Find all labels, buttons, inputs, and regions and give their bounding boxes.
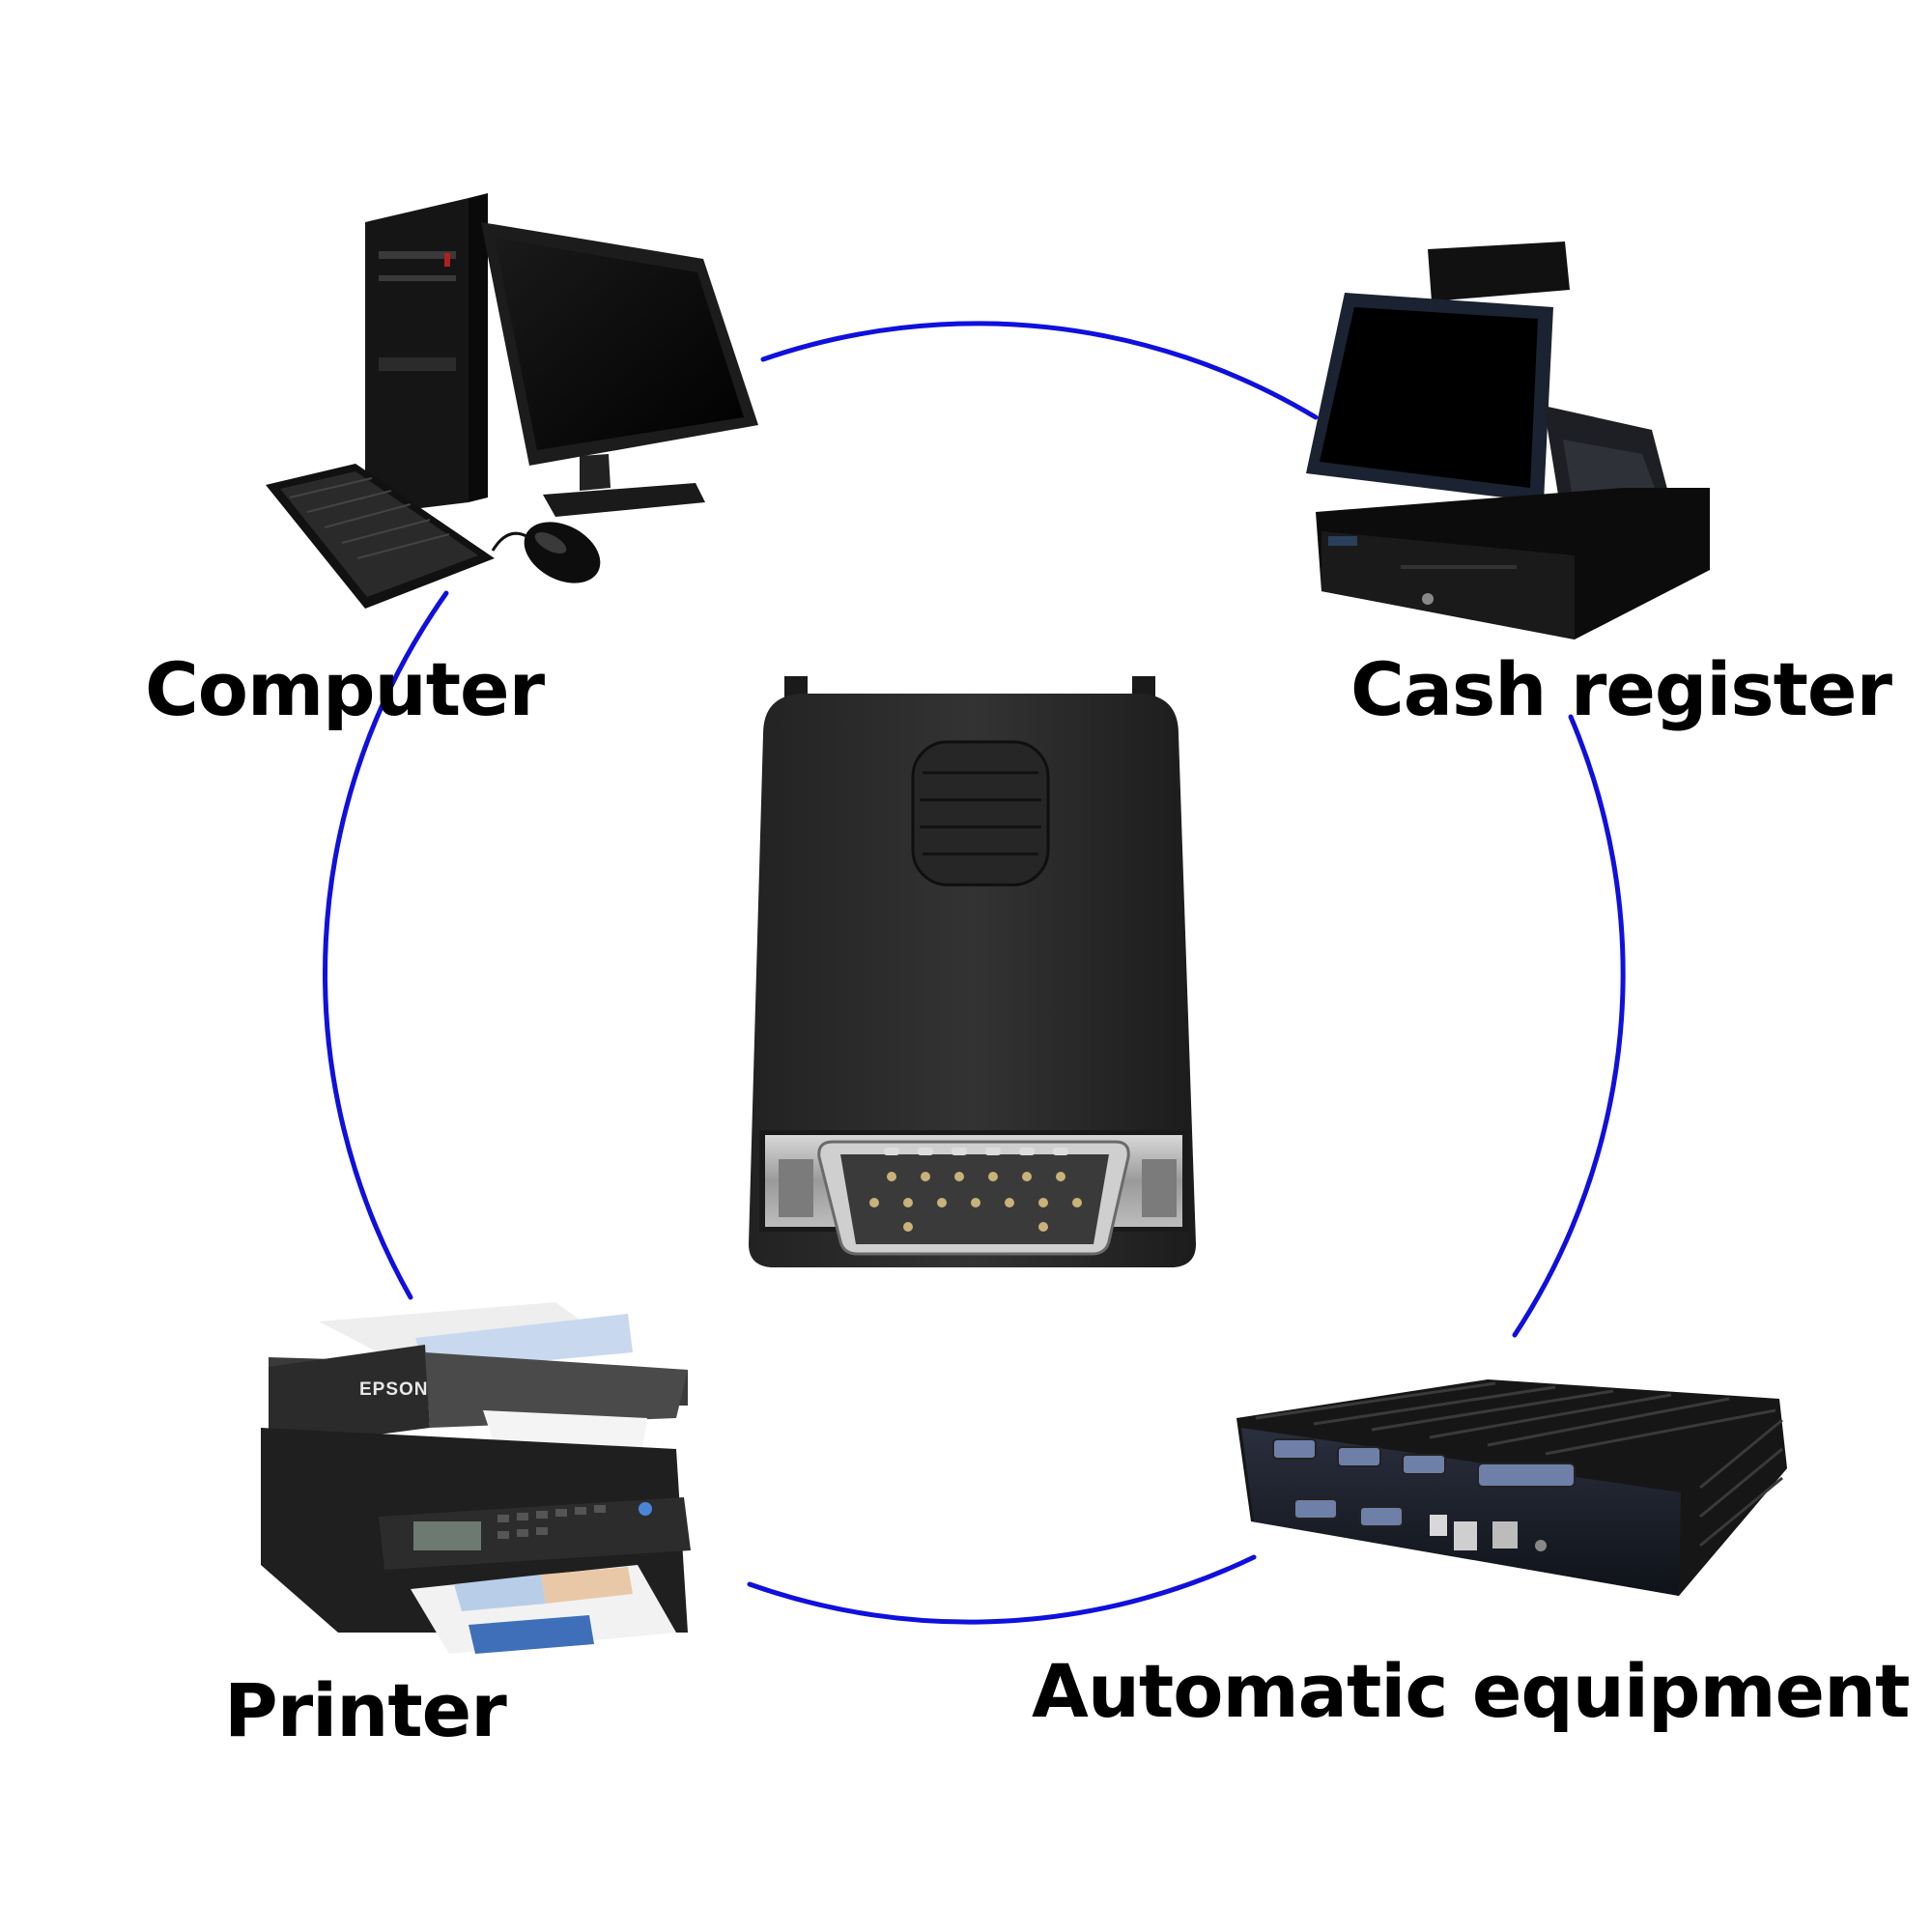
arc-automatic-printer [747,1554,1257,1625]
desktop-computer-icon [266,193,758,609]
arc-printer-computer [323,590,449,1300]
industrial-pc-icon [1236,1379,1787,1596]
pos-cash-register-icon [1306,242,1710,639]
db15-serial-adapter-icon [749,676,1196,1267]
arc-cash-automatic [1512,714,1626,1338]
label-printer: Printer [224,1667,507,1753]
label-cash-register: Cash register [1350,646,1892,732]
printer-icon [261,1302,691,1654]
label-automatic-equipment: Automatic equipment [1032,1648,1911,1734]
connection-ring [323,321,1626,1625]
label-computer: Computer [145,646,545,732]
arc-computer-cash [760,321,1319,420]
printer-brand-logo: EPSON [359,1379,429,1400]
